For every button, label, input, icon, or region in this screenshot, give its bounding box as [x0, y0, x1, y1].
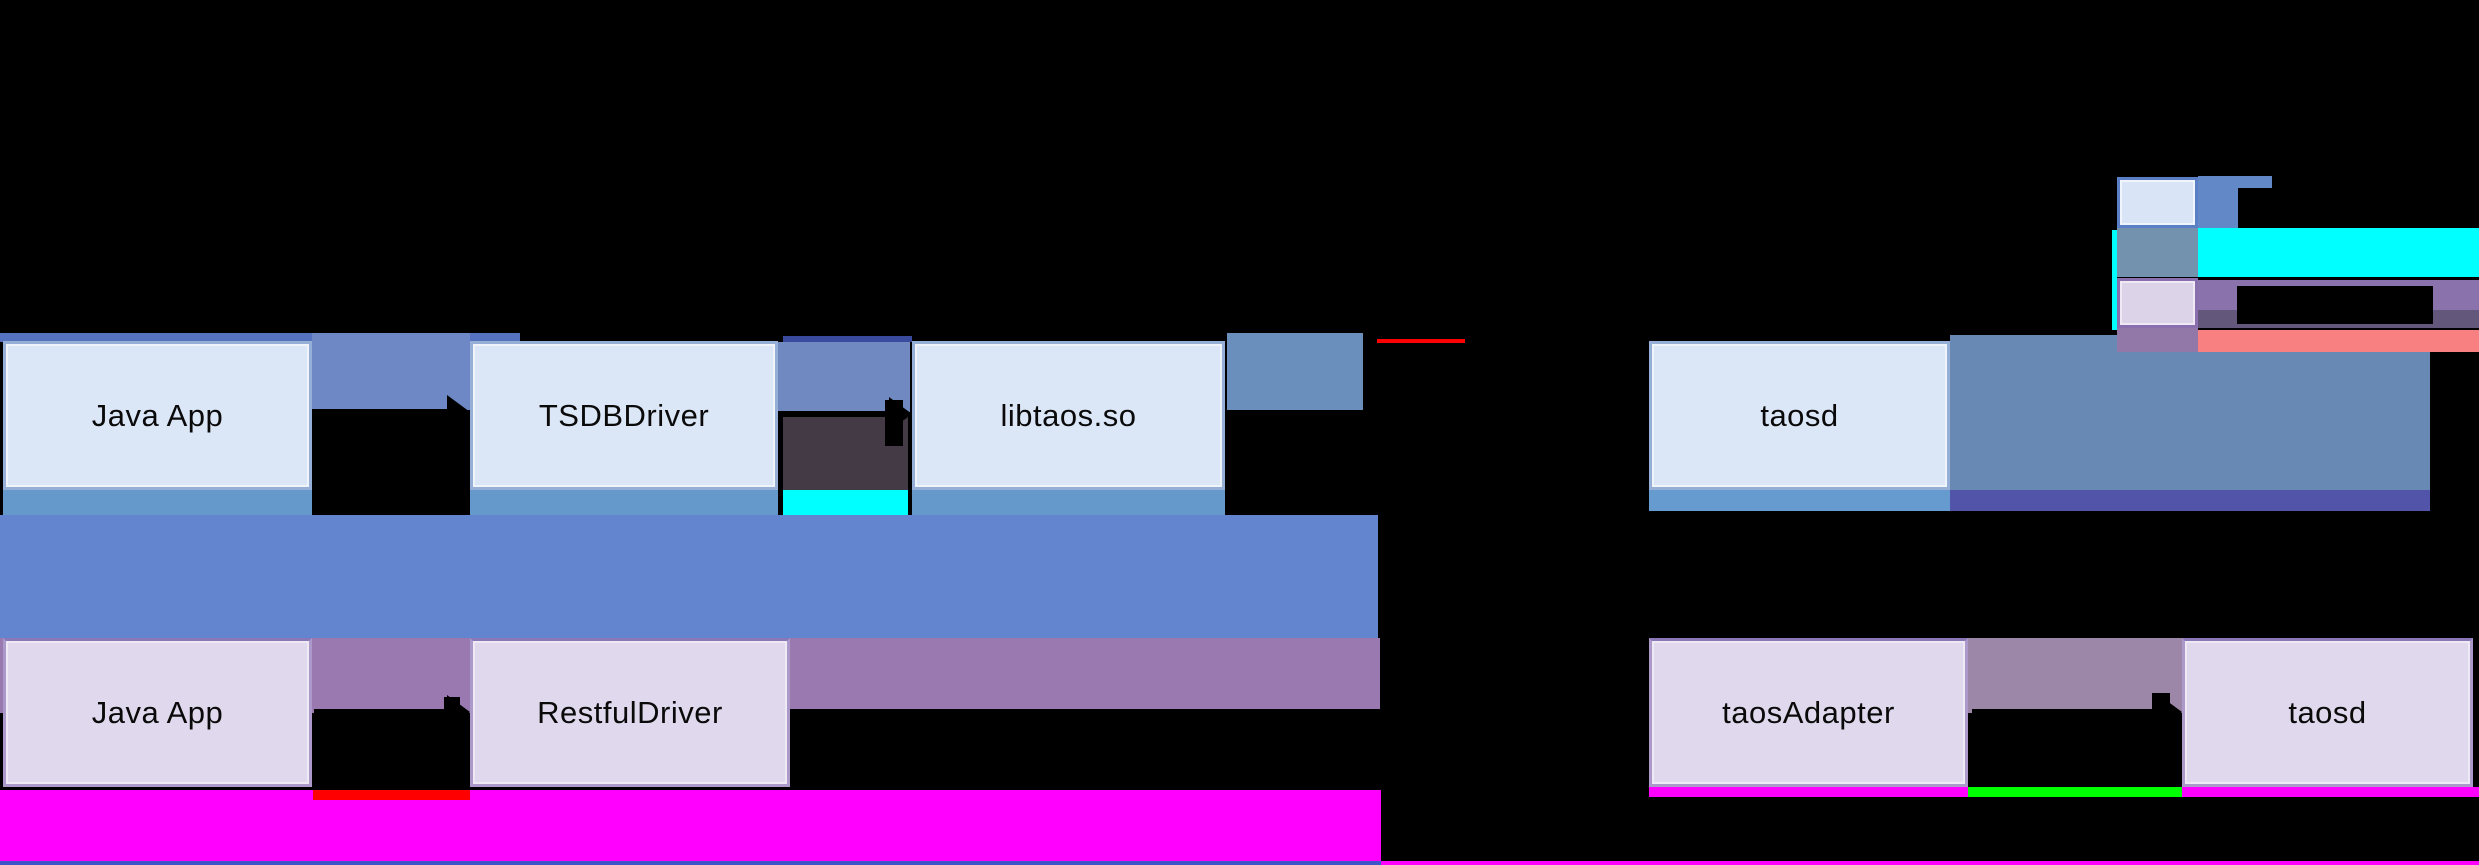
- arrow-tsdbdriver-to-libtaos-shaft: [778, 411, 890, 417]
- legend-highlight-4: [2198, 330, 2479, 352]
- node-taosd-top: taosd: [1649, 341, 1950, 490]
- node-taosd-bottom-label: taosd: [2288, 694, 2367, 730]
- node-java-app-jni: Java App: [3, 341, 312, 490]
- bottom-magenta-line: [1381, 861, 2479, 865]
- right-block-after-libtaos: [1227, 333, 1363, 410]
- legend-swatch-3: [2117, 278, 2198, 328]
- node-java-app-rest: Java App: [3, 638, 312, 787]
- arrow-javaapp-to-tsdbdriver-shaft: [312, 409, 450, 415]
- slate-block-right-of-taosd: [1950, 335, 2430, 490]
- under-strip-tsdbdriver: [470, 490, 778, 515]
- magenta-strip-under-taosadapter: [1649, 787, 1968, 797]
- cyan-strip-under-gap2: [783, 490, 908, 515]
- arrow-libtaos-to-taosd-shaft: [1225, 411, 1627, 417]
- node-restfuldriver-label: RestfulDriver: [537, 694, 723, 730]
- red-line-top: [1377, 339, 1465, 343]
- node-java-app-rest-label: Java App: [91, 694, 224, 730]
- arrow-taosadapter-to-taosd-shaft: [1972, 709, 2158, 715]
- legend-swatch-1: [2117, 177, 2198, 228]
- node-libtaos-label: libtaos.so: [1000, 397, 1137, 433]
- node-tsdbdriver: TSDBDriver: [470, 341, 778, 490]
- legend-cyan-sliver: [2112, 230, 2117, 330]
- arrow-javaapp-to-restfuldriver-shaft: [314, 709, 450, 715]
- gap-block-1: [312, 333, 470, 410]
- node-taosd-top-label: taosd: [1760, 397, 1839, 433]
- node-taosadapter: taosAdapter: [1649, 638, 1968, 787]
- node-java-app-jni-label: Java App: [91, 397, 224, 433]
- node-restfuldriver: RestfulDriver: [470, 638, 790, 787]
- magenta-band: [0, 790, 1381, 862]
- under-strip-libtaos: [912, 490, 1225, 515]
- arrow-taosadapter-to-taosd-head: [2159, 695, 2182, 729]
- navy-line-over-gap2: [783, 336, 912, 342]
- legend-label-3-redacted: [2237, 286, 2433, 324]
- arrow-libtaos-to-taosd-head: [1626, 397, 1649, 431]
- red-strip-under-gap: [313, 790, 470, 800]
- under-strip-java-app: [3, 490, 312, 515]
- node-taosd-bottom: taosd: [2182, 638, 2473, 787]
- green-strip-under-gap: [1968, 787, 2182, 797]
- legend-swatch-2: [2117, 228, 2198, 277]
- top-strip: [0, 333, 520, 342]
- big-blue-band: [0, 515, 1378, 638]
- arrow-restfuldriver-to-taosadapter-shaft: [790, 709, 1627, 715]
- arrow-tsdbdriver-to-libtaos-head: [889, 397, 912, 431]
- bottom-blue-line: [0, 861, 1381, 865]
- indigo-strip: [1950, 490, 2430, 511]
- mauve-block: [1968, 638, 2182, 713]
- arrow-javaapp-to-tsdbdriver-head: [447, 395, 470, 429]
- node-libtaos: libtaos.so: [912, 341, 1225, 490]
- legend-swatch-4: [2117, 328, 2198, 352]
- magenta-strip-under-taosd: [2182, 787, 2479, 797]
- legend-highlight-2: [2198, 228, 2479, 277]
- arrow-javaapp-to-restfuldriver-head: [447, 695, 470, 729]
- arrow-restfuldriver-to-taosadapter-head: [1626, 695, 1649, 729]
- legend-label-1-redacted: [2238, 188, 2298, 228]
- node-tsdbdriver-label: TSDBDriver: [538, 397, 710, 433]
- under-strip-taosd: [1649, 490, 1950, 511]
- node-taosadapter-label: taosAdapter: [1722, 694, 1895, 730]
